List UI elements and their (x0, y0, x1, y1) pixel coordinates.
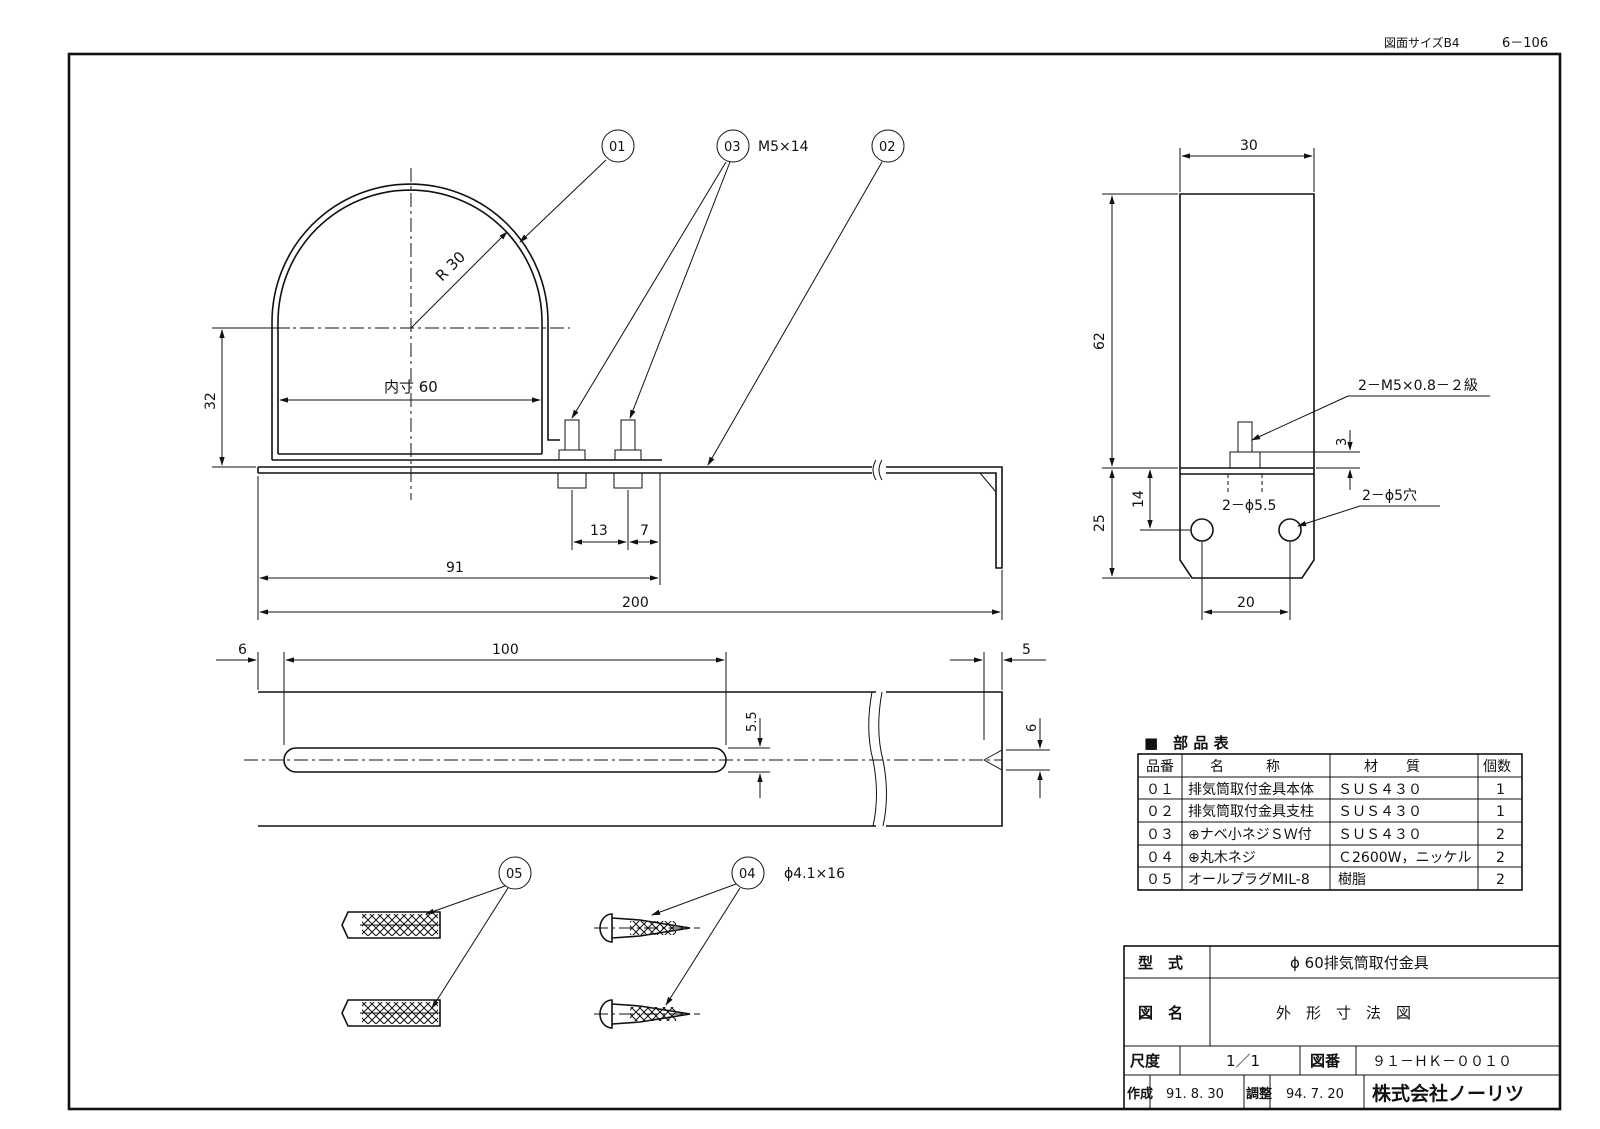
scale-label: 尺度 (1130, 1052, 1161, 1070)
callout-02: 02 (707, 129, 905, 466)
cell: ０１ (1146, 782, 1174, 798)
th-name: 名 称 (1210, 759, 1280, 775)
dim-5: 5 (1022, 642, 1031, 658)
model-label: 型 式 (1138, 954, 1183, 972)
wall-plug-2 (341, 999, 441, 1027)
revised-label: 調整 (1246, 1086, 1273, 1102)
dim-20: 20 (1237, 595, 1255, 611)
th-qty: 個数 (1483, 759, 1511, 775)
drawing-name-value: 外 形 寸 法 図 (1276, 1004, 1411, 1022)
dim-6-right: 6 (1025, 724, 1040, 732)
dim-13: 13 (590, 523, 608, 539)
dim-200: 200 (622, 595, 649, 611)
wood-screw-1 (594, 913, 700, 943)
cell: ０５ (1146, 872, 1174, 888)
hole-5-spec: 2－ϕ5穴 (1362, 488, 1417, 504)
cell: ⊕丸木ネジ (1188, 850, 1256, 866)
callout-01: 01 (519, 129, 635, 243)
cell: ０４ (1146, 850, 1174, 866)
cell: 排気筒取付金具本体 (1188, 781, 1314, 798)
th-part-no: 品番 (1146, 759, 1174, 775)
cell: 排気筒取付金具支柱 (1188, 803, 1314, 820)
side-view: 30 62 25 14 3 20 2－M5×0.8－２級 2－ϕ5.5 2－ϕ5… (1092, 138, 1490, 620)
cell: ⊕ナベ小ネジＳＷ付 (1188, 827, 1312, 843)
wood-screw-2 (594, 999, 700, 1029)
model-value: ϕ 60排気筒取付金具 (1290, 954, 1429, 972)
dim-25: 25 (1092, 514, 1108, 532)
cell: ＳＵＳ４３０ (1338, 804, 1422, 820)
cell: Ｃ2600W，ニッケル (1338, 850, 1471, 866)
callout-03-spec: M5×14 (758, 139, 809, 155)
cell: ０３ (1146, 827, 1174, 843)
parts-table-title: ■ 部 品 表 (1144, 734, 1230, 752)
wall-plug-1 (341, 911, 441, 939)
drawing-name-label: 図 名 (1138, 1004, 1183, 1022)
screw-right (613, 419, 643, 489)
svg-text:05: 05 (506, 867, 523, 882)
th-material: 材 質 (1364, 759, 1420, 775)
svg-text:03: 03 (724, 140, 741, 155)
cell: ＳＵＳ４３０ (1338, 827, 1422, 843)
cell: ０２ (1146, 804, 1174, 820)
callout-05: 05 (425, 856, 532, 1009)
dim-100: 100 (492, 642, 519, 658)
dim-3: 3 (1335, 438, 1350, 446)
revised-date: 94. 7. 20 (1286, 1087, 1344, 1102)
cell: 樹脂 (1338, 872, 1366, 888)
radius-label: R 30 (432, 248, 469, 285)
svg-text:02: 02 (879, 140, 896, 155)
drawing-number-label: 図番 (1310, 1052, 1341, 1070)
dim-5-5: 5.5 (745, 711, 760, 732)
callout-03: 03 M5×14 (571, 129, 809, 419)
front-view: R 30 内寸 60 32 13 7 91 200 (203, 168, 1003, 620)
title-block: 型 式 ϕ 60排気筒取付金具 図 名 外 形 寸 法 図 尺度 1／1 図番 … (1123, 945, 1561, 1110)
dim-30: 30 (1240, 138, 1258, 154)
svg-text:04: 04 (739, 867, 756, 882)
plan-view: 6 100 5 5.5 6 (216, 642, 1050, 827)
dim-91: 91 (446, 560, 464, 576)
svg-text:01: 01 (609, 140, 626, 155)
callout-04-spec: ϕ4.1×16 (784, 866, 845, 882)
inner-size-label: 内寸 60 (384, 378, 438, 396)
cell: ＳＵＳ４３０ (1338, 782, 1422, 798)
dim-62: 62 (1092, 332, 1108, 350)
drawing-number-value: ９１－ＨＫ－００１０ (1372, 1054, 1512, 1070)
cell: オールプラグMIL-8 (1188, 872, 1310, 888)
thread-spec: 2－M5×0.8－２級 (1358, 378, 1478, 394)
cell: 1 (1496, 804, 1505, 820)
dim-7: 7 (640, 523, 649, 539)
made-label: 作成 (1127, 1086, 1153, 1102)
dim-6-left: 6 (238, 642, 247, 658)
cell: 2 (1496, 827, 1505, 843)
page-number: 6－106 (1502, 36, 1548, 51)
cell: 2 (1496, 850, 1505, 866)
parts-table: ■ 部 品 表 品番 名 称 材 質 個数 ０１ 排気筒取付金具本体 ＳＵＳ４３… (1137, 734, 1523, 891)
cell: 1 (1496, 782, 1505, 798)
hole-5-5-spec: 2－ϕ5.5 (1222, 498, 1276, 514)
scale-value: 1／1 (1226, 1052, 1260, 1070)
dim-32: 32 (203, 392, 219, 410)
screw-left (557, 419, 587, 489)
sheet-size-label: 図面サイズB4 (1384, 35, 1460, 50)
dim-14: 14 (1131, 490, 1147, 508)
made-date: 91. 8. 30 (1166, 1087, 1224, 1102)
company-name: 株式会社ノーリツ (1372, 1082, 1524, 1105)
cell: 2 (1496, 872, 1505, 888)
callout-04: 04 ϕ4.1×16 (651, 856, 845, 1006)
drawing-border (67, 52, 1562, 1111)
